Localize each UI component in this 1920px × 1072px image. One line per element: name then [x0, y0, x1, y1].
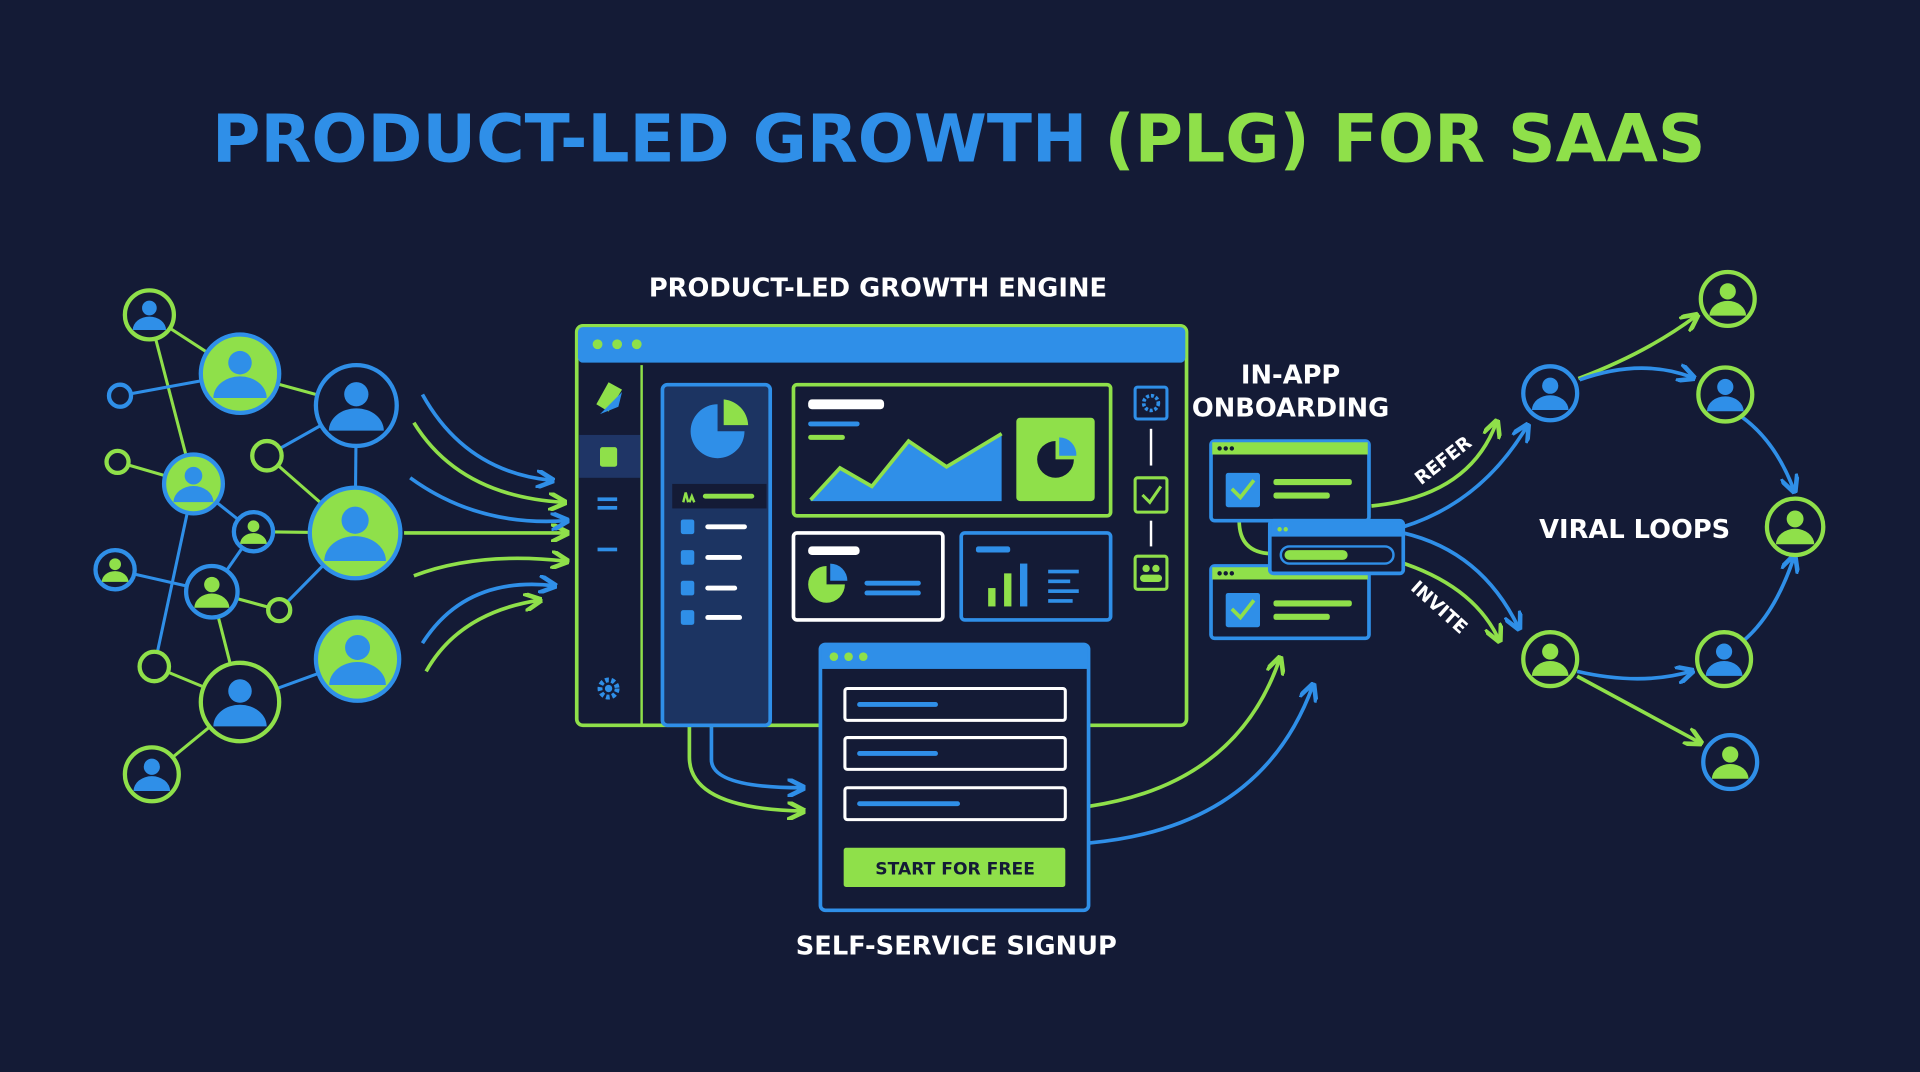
- title-part-2: (PLG) FOR SAAS: [1104, 101, 1705, 178]
- gear-icon: [1141, 393, 1161, 413]
- flow-arrow: [1578, 368, 1693, 380]
- flow-arrow: [1577, 316, 1696, 381]
- nav-item[interactable]: [680, 550, 743, 565]
- flow-arrow: [1371, 423, 1496, 508]
- square-icon: [600, 447, 618, 467]
- flow-arrow: [1576, 674, 1699, 742]
- network-node: [106, 382, 134, 409]
- user-icon: [183, 563, 240, 620]
- onboarding-progress-fill: [1284, 550, 1348, 560]
- check-icon: [1141, 485, 1163, 505]
- bar-chart-card[interactable]: [959, 531, 1113, 622]
- onboarding-label-line1: IN-APP: [1241, 360, 1340, 390]
- user-icon: [1696, 365, 1755, 424]
- window-dot-icon: [612, 339, 623, 350]
- signup-field-name[interactable]: [843, 686, 1067, 722]
- flow-arrow: [413, 558, 566, 578]
- flow-arrow: [1743, 557, 1794, 641]
- nav-panel: [660, 382, 773, 728]
- user-icon: [93, 547, 137, 592]
- network-node: [250, 438, 284, 473]
- window-dot-icon: [592, 339, 603, 350]
- user-icon: [1701, 732, 1760, 792]
- user-icon: [313, 615, 402, 703]
- flow-arrow: [709, 725, 802, 787]
- checklist-button[interactable]: [1133, 476, 1169, 514]
- signup-window: START FOR FREE: [818, 642, 1091, 913]
- pie-chart-icon: [690, 399, 749, 459]
- user-icon: [161, 452, 225, 516]
- flow-arrow: [1089, 686, 1313, 845]
- nav-item[interactable]: [680, 580, 738, 596]
- onboarding-label-line2: ONBOARDING: [1192, 394, 1389, 424]
- settings-button[interactable]: [1133, 385, 1169, 421]
- sidebar-item[interactable]: [597, 547, 618, 552]
- user-icon: [1521, 364, 1580, 423]
- nav-item[interactable]: [680, 610, 743, 625]
- user-icon: [1521, 630, 1580, 689]
- flow-arrow: [412, 421, 563, 503]
- nav-item[interactable]: [680, 519, 747, 535]
- engine-label: PRODUCT-LED GROWTH ENGINE: [649, 273, 1107, 303]
- user-icon: [122, 288, 177, 342]
- user-icon: [198, 660, 282, 744]
- menu-icon[interactable]: [597, 497, 618, 502]
- start-for-free-label: START FOR FREE: [875, 860, 1035, 880]
- flow-arrow: [420, 393, 551, 480]
- network-node: [104, 448, 131, 476]
- onboarding-cards: [1209, 439, 1406, 641]
- signup-label: SELF-SERVICE SIGNUP: [796, 931, 1117, 961]
- flow-arrows: [404, 316, 1794, 845]
- signup-field-email[interactable]: [843, 736, 1067, 771]
- user-icon: [307, 485, 403, 581]
- viral-loops-label: VIRAL LOOPS: [1539, 515, 1730, 545]
- user-icon: [231, 509, 276, 554]
- user-nodes: [93, 269, 1826, 804]
- flow-arrow: [1740, 415, 1794, 491]
- logo-icon: [596, 382, 623, 412]
- flow-arrow: [420, 584, 553, 645]
- network-node: [266, 596, 293, 624]
- user-icon: [1695, 630, 1754, 689]
- flow-arrow: [409, 476, 566, 522]
- flow-arrow: [1576, 671, 1691, 678]
- people-icon: [1140, 564, 1163, 582]
- window-dot-icon: [631, 339, 642, 350]
- user-icon: [1764, 496, 1826, 558]
- flow-arrow: [1402, 531, 1518, 627]
- team-button[interactable]: [1133, 554, 1169, 591]
- main-title: PRODUCT-LED GROWTH(PLG) FOR SAAS: [212, 101, 1706, 178]
- check-icon: [1230, 599, 1256, 621]
- gear-icon[interactable]: [597, 677, 620, 700]
- flow-arrow: [1089, 659, 1280, 808]
- network-node: [137, 649, 172, 684]
- user-icon: [198, 332, 282, 416]
- area-chart: [810, 433, 1002, 502]
- window-titlebar: [577, 327, 1186, 363]
- product-window: [574, 324, 1189, 728]
- flow-arrow: [687, 725, 802, 811]
- flow-arrow: [424, 600, 539, 673]
- user-icon: [313, 362, 399, 449]
- check-icon: [1230, 479, 1256, 501]
- start-for-free-button[interactable]: [843, 847, 1066, 888]
- flow-arrow: [1402, 426, 1527, 529]
- user-icon: [122, 745, 181, 804]
- title-part-1: PRODUCT-LED GROWTH: [212, 101, 1087, 178]
- user-icon: [1698, 269, 1757, 329]
